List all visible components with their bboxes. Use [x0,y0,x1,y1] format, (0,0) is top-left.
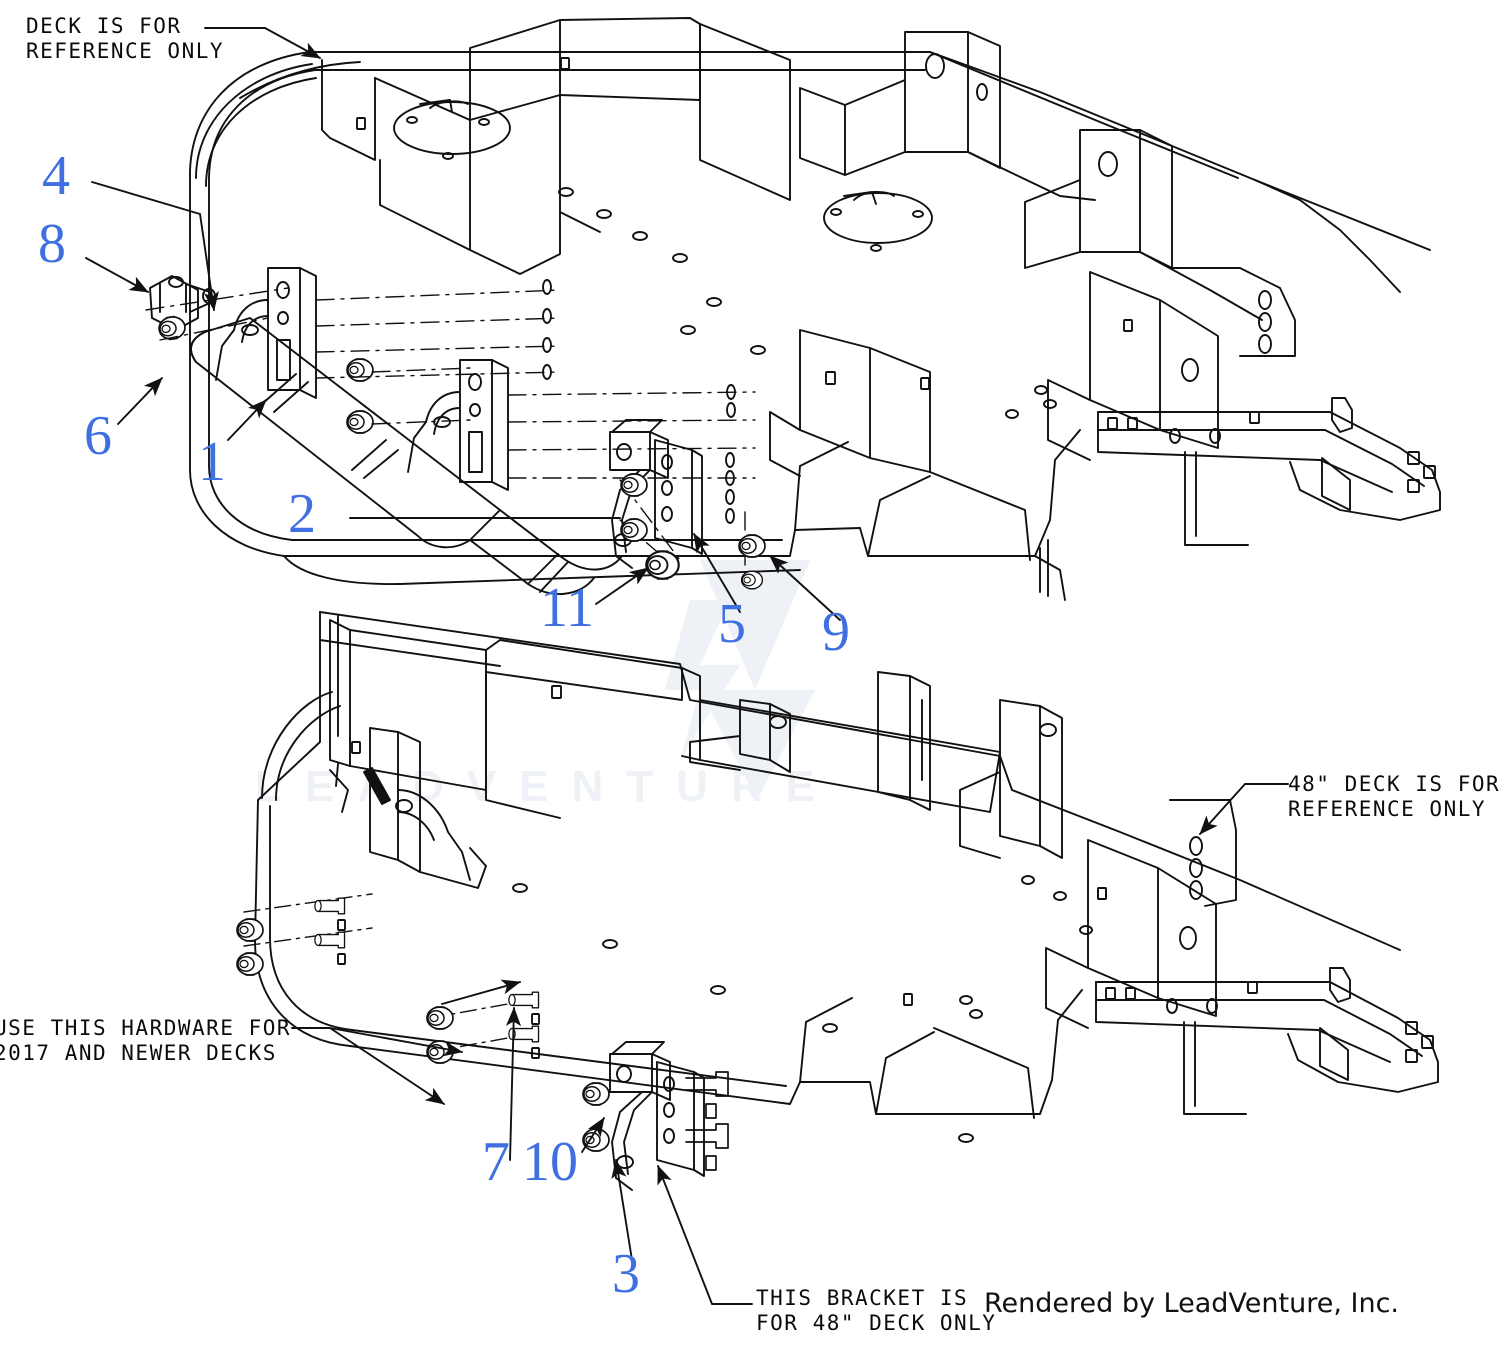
note-deck-reference-only: DECK IS FOR REFERENCE ONLY [26,14,225,63]
callout-5[interactable]: 5 [718,593,746,655]
note-use-this-hardware: USE THIS HARDWARE FOR 2017 AND NEWER DEC… [0,1016,292,1065]
callout-2[interactable]: 2 [288,483,316,545]
note-48-deck-reference-only: 48" DECK IS FOR REFERENCE ONLY [1288,772,1500,821]
render-credit: Rendered by LeadVenture, Inc. [984,1288,1400,1319]
callout-10[interactable]: 10 [522,1131,578,1193]
callout-6[interactable]: 6 [84,405,112,467]
callout-8[interactable]: 8 [38,213,66,275]
note-bracket-48-deck-only: THIS BRACKET IS FOR 48" DECK ONLY [756,1286,997,1335]
callout-11[interactable]: 11 [540,577,594,639]
callout-7[interactable]: 7 [482,1131,510,1193]
watermark-text: LEADVENTURE [255,762,839,811]
callout-4[interactable]: 4 [42,145,70,207]
callout-9[interactable]: 9 [822,601,850,663]
callout-3[interactable]: 3 [612,1243,640,1305]
callout-1[interactable]: 1 [198,431,226,493]
